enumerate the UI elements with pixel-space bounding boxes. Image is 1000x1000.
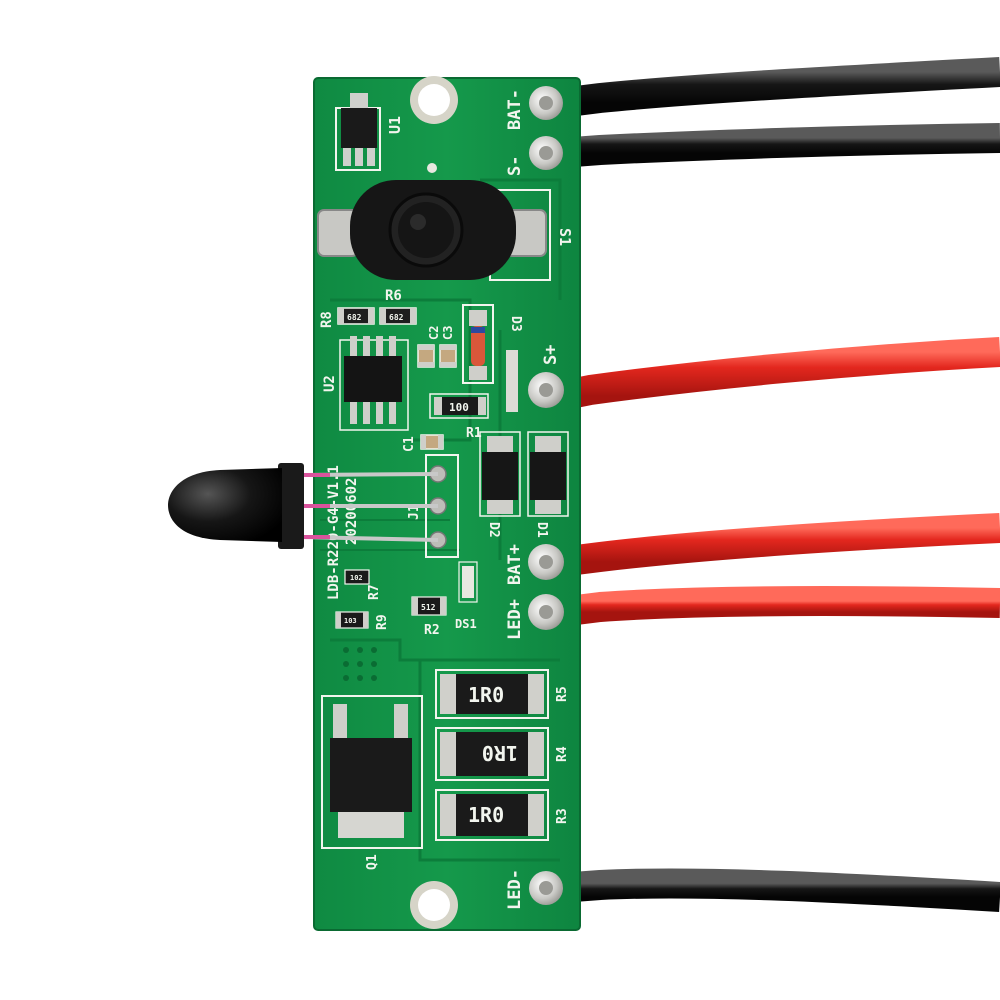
- resistor-r2: 512: [411, 596, 447, 616]
- capacitor-c2: [417, 344, 435, 368]
- capacitor-c3: [439, 344, 457, 368]
- s1-push-button: [317, 180, 551, 281]
- wire-s-plus: [557, 337, 1000, 411]
- led-ds1: [458, 561, 478, 603]
- diode-d3: [462, 304, 494, 384]
- svg-text:682: 682: [389, 313, 404, 322]
- label-c3: C3: [441, 326, 455, 340]
- via-dot: [427, 163, 437, 173]
- svg-text:1R0: 1R0: [468, 803, 504, 827]
- label-s-plus: S+: [541, 345, 561, 365]
- label-r9: R9: [375, 614, 390, 630]
- pad-s-minus: [529, 136, 563, 170]
- mounting-hole-bottom: [410, 881, 458, 929]
- pad-led-minus: [529, 871, 563, 905]
- label-led-plus: LED+: [505, 599, 525, 640]
- label-s1: S1: [556, 228, 574, 246]
- resistor-r5: 1R0: [435, 669, 549, 719]
- label-r1: R1: [466, 426, 482, 441]
- resistor-r4: 1R0: [435, 727, 549, 781]
- resistor-r3: 1R0: [435, 789, 549, 841]
- svg-text:100: 100: [449, 401, 469, 414]
- label-r2: R2: [424, 623, 440, 638]
- label-d3: D3: [508, 316, 523, 332]
- label-j1: J1: [407, 504, 422, 520]
- board-date: 20200602: [344, 478, 360, 545]
- resistor-r1: 100: [429, 393, 489, 419]
- mounting-hole-top: [410, 76, 458, 124]
- wire-bat-minus: [558, 57, 1000, 118]
- svg-text:1R0: 1R0: [482, 741, 518, 765]
- resistor-r8: 682: [337, 307, 375, 325]
- label-s-minus: S-: [505, 156, 525, 176]
- label-r3: R3: [555, 808, 570, 824]
- resistor-r9: 103: [335, 611, 369, 629]
- label-r6: R6: [385, 288, 402, 304]
- label-r8: R8: [319, 311, 335, 328]
- label-d2: D2: [486, 522, 501, 538]
- label-r4: R4: [555, 746, 570, 762]
- wire-led-plus: [558, 586, 1000, 627]
- wire-s-minus: [558, 123, 1000, 168]
- svg-text:102: 102: [350, 574, 363, 582]
- label-bat-plus: BAT+: [505, 544, 525, 585]
- capacitor-c1: [420, 434, 444, 450]
- diode-d1: [527, 431, 569, 517]
- u2-ic: [339, 336, 409, 431]
- label-c1: C1: [402, 436, 417, 452]
- pad-s-plus: [506, 350, 564, 412]
- diode-d2: [479, 431, 521, 517]
- ir-led: [168, 463, 439, 549]
- resistor-r6: 682: [379, 307, 417, 325]
- label-u1: U1: [386, 116, 404, 134]
- pad-led-plus: [528, 594, 564, 630]
- mosfet-q1: [321, 695, 423, 849]
- label-r7: R7: [367, 584, 382, 600]
- wire-bat-plus: [558, 513, 1000, 577]
- label-led-minus: LED-: [505, 869, 525, 910]
- resistor-r7: 102: [344, 569, 370, 585]
- wire-led-minus: [558, 868, 1000, 912]
- label-u2: U2: [322, 375, 338, 392]
- label-r5: R5: [555, 686, 570, 702]
- label-bat-minus: BAT-: [505, 89, 525, 130]
- pad-bat-minus: [529, 86, 563, 120]
- u1-regulator: [335, 93, 381, 171]
- svg-text:682: 682: [347, 313, 362, 322]
- svg-text:103: 103: [344, 617, 357, 625]
- svg-text:1R0: 1R0: [468, 683, 504, 707]
- label-c2: C2: [427, 326, 441, 340]
- label-d1: D1: [534, 522, 549, 538]
- svg-text:512: 512: [421, 603, 436, 612]
- board-id: LDB-R220-G4-V1.1: [326, 465, 342, 600]
- pad-bat-plus: [528, 544, 564, 580]
- label-q1: Q1: [365, 854, 380, 870]
- label-ds1: DS1: [455, 617, 477, 631]
